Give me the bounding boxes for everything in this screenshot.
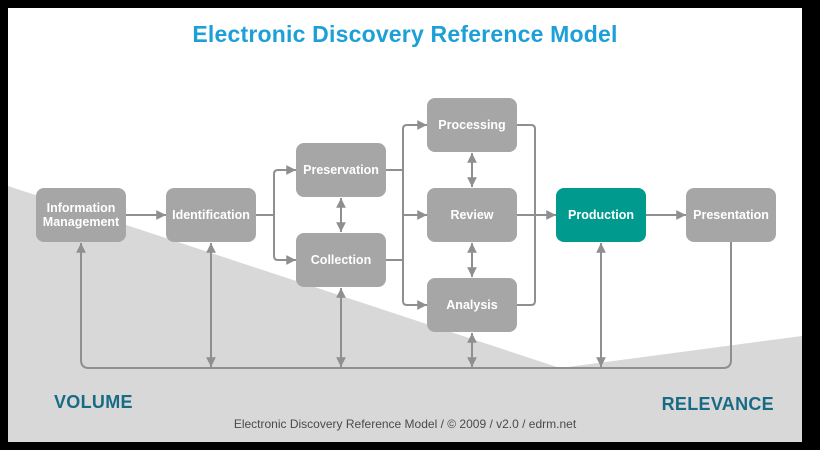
- volume-label: VOLUME: [54, 392, 133, 412]
- page-title: Electronic Discovery Reference Model: [192, 21, 618, 47]
- stage-collection[interactable]: Collection: [296, 233, 386, 287]
- relevance-label: RELEVANCE: [661, 394, 774, 414]
- flow-diagram: [8, 120, 802, 442]
- stage-review[interactable]: Review: [427, 188, 517, 242]
- stage-preservation[interactable]: Preservation: [296, 143, 386, 197]
- connector-arrows: [76, 120, 732, 369]
- stage-analysis[interactable]: Analysis: [427, 278, 517, 332]
- stage-identification[interactable]: Identification: [166, 188, 256, 242]
- stage-processing[interactable]: Processing: [427, 98, 517, 152]
- volume-relevance-wedge: [8, 186, 802, 442]
- footer-credit: Electronic Discovery Reference Model / ©…: [233, 417, 577, 431]
- stage-information-management[interactable]: Information Management: [36, 188, 126, 242]
- stage-presentation[interactable]: Presentation: [686, 188, 776, 242]
- diagram-canvas: Electronic Discovery Reference Model: [8, 8, 802, 442]
- stage-production[interactable]: Production: [556, 188, 646, 242]
